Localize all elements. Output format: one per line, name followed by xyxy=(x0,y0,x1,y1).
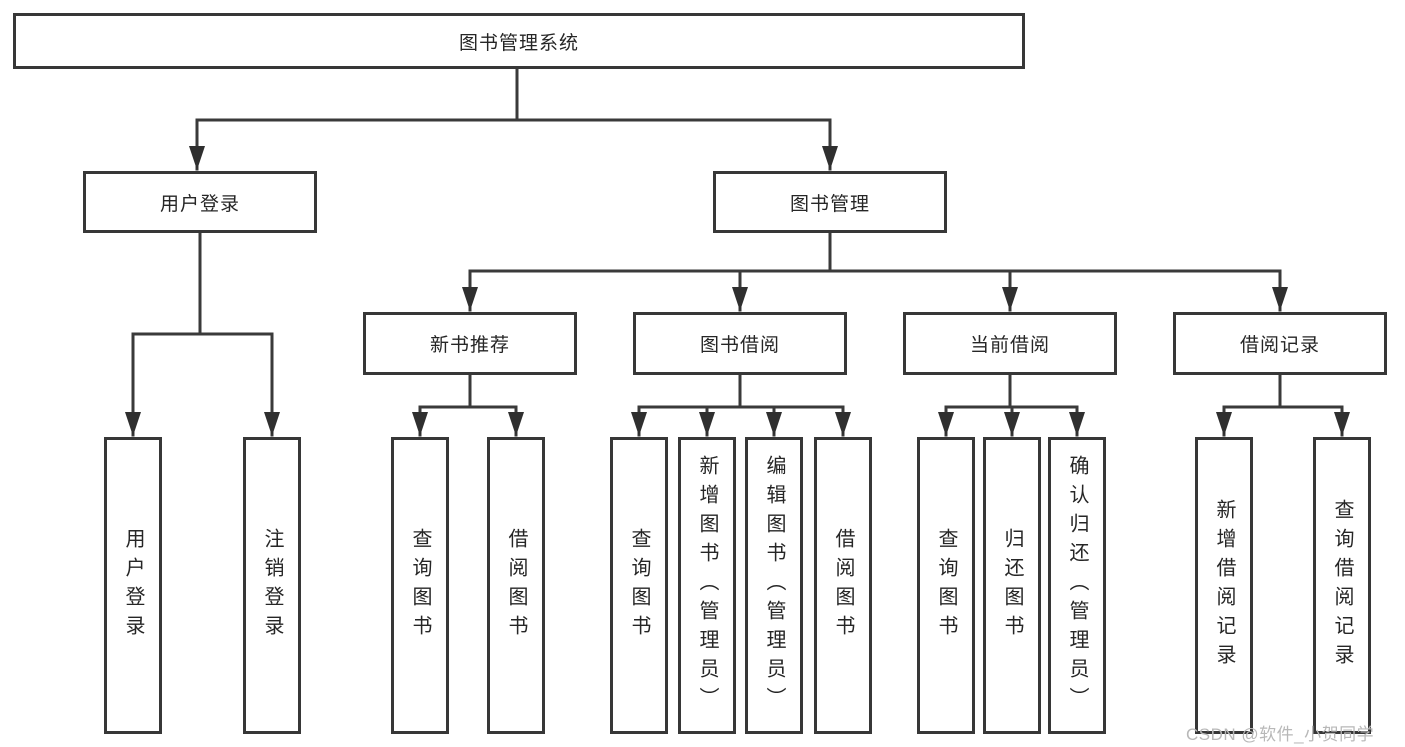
leaf-return-books-label: 归还图书 xyxy=(1001,527,1023,644)
leaf-query-books-borrowing: 查询图书 xyxy=(610,437,668,734)
leaf-add-borrow-record: 新增借阅记录 xyxy=(1195,437,1253,734)
leaf-borrow-books-borrowing: 借阅图书 xyxy=(814,437,872,734)
leaf-borrow-books-recommend-label: 借阅图书 xyxy=(505,527,527,644)
branch-root-to-level2 xyxy=(189,67,838,171)
branch-book-mgmt-to-level3 xyxy=(462,231,1288,312)
leaf-query-books-recommend-label: 查询图书 xyxy=(409,527,431,644)
branch-borrow-records xyxy=(1216,373,1350,437)
branch-book-borrow xyxy=(631,373,851,437)
leaf-query-books-borrowing-label: 查询图书 xyxy=(628,527,650,644)
leaf-edit-books-admin: 编辑图书（管理员） xyxy=(745,437,803,734)
branch-new-book-rec xyxy=(412,373,524,437)
leaf-borrow-books-borrowing-label: 借阅图书 xyxy=(832,527,854,644)
leaf-user-login-label: 用户登录 xyxy=(122,527,144,644)
leaf-logout: 注销登录 xyxy=(243,437,301,734)
leaf-add-borrow-record-label: 新增借阅记录 xyxy=(1213,498,1235,673)
branch-user-login xyxy=(125,231,280,437)
leaf-edit-books-admin-label: 编辑图书（管理员） xyxy=(763,455,785,716)
leaf-add-books-admin: 新增图书（管理员） xyxy=(678,437,736,734)
node-library-management-system: 图书管理系统 xyxy=(13,13,1025,69)
leaf-logout-label: 注销登录 xyxy=(261,527,283,644)
leaf-confirm-return-admin: 确认归还（管理员） xyxy=(1048,437,1106,734)
node-borrowing-records: 借阅记录 xyxy=(1173,312,1387,375)
leaf-query-borrow-record: 查询借阅记录 xyxy=(1313,437,1371,734)
csdn-watermark: CSDN @软件_小贺同学 xyxy=(1186,725,1375,744)
node-new-book-recommend: 新书推荐 xyxy=(363,312,577,375)
leaf-user-login: 用户登录 xyxy=(104,437,162,734)
node-current-borrowing: 当前借阅 xyxy=(903,312,1117,375)
leaf-confirm-return-admin-label: 确认归还（管理员） xyxy=(1066,455,1088,716)
leaf-borrow-books-recommend: 借阅图书 xyxy=(487,437,545,734)
branch-current-borrow xyxy=(938,373,1085,437)
leaf-query-books-current: 查询图书 xyxy=(917,437,975,734)
node-user-login: 用户登录 xyxy=(83,171,317,233)
leaf-add-books-admin-label: 新增图书（管理员） xyxy=(696,455,718,716)
node-book-management: 图书管理 xyxy=(713,171,947,233)
node-book-borrowing: 图书借阅 xyxy=(633,312,847,375)
leaf-query-books-recommend: 查询图书 xyxy=(391,437,449,734)
leaf-query-books-current-label: 查询图书 xyxy=(935,527,957,644)
leaf-return-books: 归还图书 xyxy=(983,437,1041,734)
leaf-query-borrow-record-label: 查询借阅记录 xyxy=(1331,498,1353,673)
